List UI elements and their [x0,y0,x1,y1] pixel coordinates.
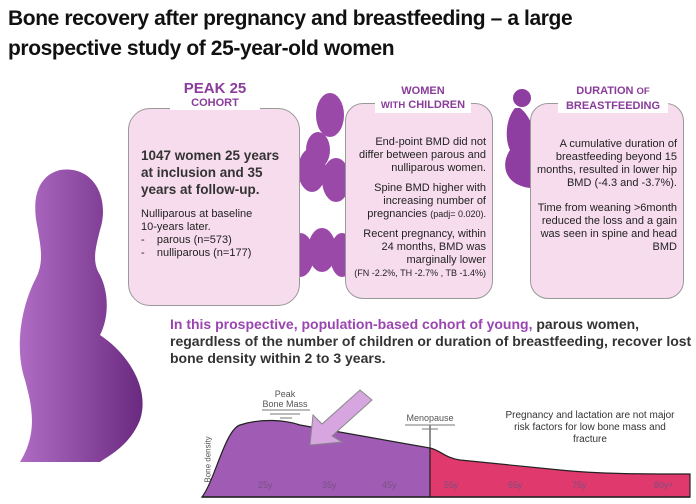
list-item: - parous (n=573) [141,234,232,246]
pregnant-woman-silhouette [19,169,143,462]
peak-arrow [309,389,373,446]
tick-label: 80y+ [654,480,674,490]
chart-note: Pregnancy and lactation are not major ri… [505,410,675,445]
tick-label: 25y [258,480,273,490]
peak25-cohort-box: 1047 women 25 years at inclusion and 35 … [128,108,300,306]
tick-label: 75y [572,480,587,490]
cohort-summary: 1047 women 25 years at inclusion and 35 … [141,148,280,197]
tick-label: 65y [508,480,523,490]
breastfeeding-finding-2: Time from weaning >6month reduced the lo… [537,202,677,253]
list-item: - nulliparous (n=177) [141,247,252,259]
cohort-sub2: 10-years later. [141,221,211,233]
conclusion-text: In this prospective, population-based co… [170,316,692,366]
children-finding-1: End-point BMD did not differ between par… [359,136,486,174]
page-title: Bone recovery after pregnancy and breast… [8,7,573,60]
children-finding-2: Spine BMD higher with increasing number … [367,182,486,220]
breastfeeding-box: A cumulative duration of breastfeeding b… [530,103,684,299]
premenopause-area [200,419,431,498]
tick-label: 35y [322,480,337,490]
y-axis-label: Bone density [203,436,213,483]
children-finding-3: Recent pregnancy, within 24 months, BMD … [354,228,486,278]
menopause-label: Menopause [406,413,454,423]
breastfeeding-finding-1: A cumulative duration of breastfeeding b… [536,138,677,189]
cohort-sub1: Nulliparous at baseline [141,208,253,220]
tick-label: 55y [444,480,459,490]
postmenopause-area [429,447,691,498]
women-with-children-box: End-point BMD did not differ between par… [345,103,493,299]
tick-label: 45y [382,480,397,490]
